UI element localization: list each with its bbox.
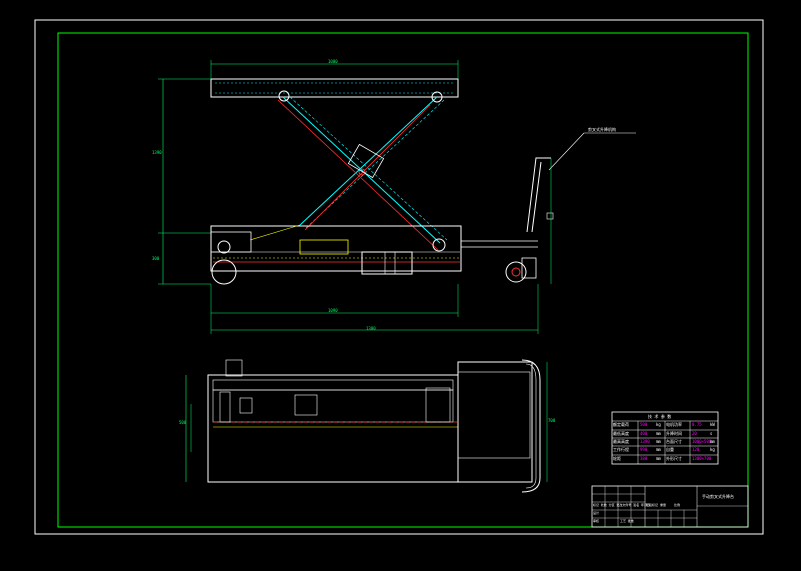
spec-cell-2-4: 1000×500 [692,439,712,444]
pivot-top-right [431,91,443,103]
spec-cell-3-0: 工作行程 [613,447,629,452]
dim-plan-depth: 500 [179,420,187,425]
wheel-left [211,259,237,285]
spec-cell-0-0: 额定载荷 [613,422,629,427]
title-block-name: 手动剪叉式升降台 [702,494,734,499]
dim-plan-width: 700 [548,418,556,423]
spec-cell-4-2: mm [656,456,661,461]
tb-row-0: 标记 处数 分区 更改文件号 签名 年月日 [593,503,651,507]
tb-col-1: 重量 [660,503,667,507]
spec-cell-2-5: mm [710,439,715,444]
scissor-arm-a [282,96,441,244]
spec-cell-3-5: kg [710,447,715,452]
spec-table [611,411,719,465]
spec-cell-1-2: mm [656,431,661,436]
tb-row-1: 设计 [593,511,600,515]
spec-cell-3-4: 120 [692,447,700,452]
tb-col-0: 阶段标记 [646,503,659,507]
dim-base-height: 300 [152,256,160,261]
spec-cell-0-2: kg [656,422,661,427]
spec-cell-4-1: 380 [640,456,648,461]
spec-cell-3-1: 990 [640,447,648,452]
tb-row-2: 审核 [593,519,600,523]
inner-frame [57,32,749,528]
tb-col-2: 比例 [674,503,681,507]
spec-cell-2-1: 1390 [640,439,650,444]
spec-cell-1-1: 400 [640,431,648,436]
spec-cell-0-3: 电机功率 [666,422,682,427]
spec-cell-0-4: 0.75 [692,422,702,427]
spec-cell-2-3: 台面尺寸 [666,439,682,444]
handle-bar [526,157,551,233]
spec-cell-3-3: 自重 [666,447,674,452]
pivot-center [358,168,366,176]
spec-header: 技 术 参 数 [648,414,672,419]
dim-height-total: 1390 [152,150,162,155]
spec-cell-1-3: 升降时间 [666,431,682,436]
title-block [591,485,749,528]
spec-cell-4-0: 轮距 [613,456,621,461]
platform-top [210,78,459,98]
elevation-view [158,60,636,334]
callout-label: 剪叉式升降机构 [588,127,616,132]
plan-outline [207,374,459,483]
spec-cell-1-4: 20 [692,431,697,436]
spec-cell-3-2: mm [656,447,661,452]
spec-cell-2-2: mm [656,439,661,444]
spec-cell-1-5: s [710,431,713,436]
scissor-arm-b [299,96,438,226]
dim-bottom-span: 1090 [328,308,338,313]
base-frame [210,225,462,272]
spec-cell-0-5: kW [710,422,715,427]
pivot-top-left [278,90,290,102]
motor [361,251,413,275]
spec-cell-4-3: 外形尺寸 [666,456,682,461]
plan-handle-box [457,361,533,483]
dim-top-width: 1000 [328,59,338,64]
spec-cell-1-0: 最低高度 [613,431,629,436]
dim-overall-length: 1380 [366,326,376,331]
plan-view [185,359,548,493]
outer-frame [34,19,764,535]
spec-cell-2-0: 最高高度 [613,439,629,444]
wheel-right [505,261,527,283]
tb-row-3: 工艺 批准 [620,519,634,523]
spec-cell-0-1: 500 [640,422,648,427]
spec-cell-4-4: 1380×700 [692,456,712,461]
